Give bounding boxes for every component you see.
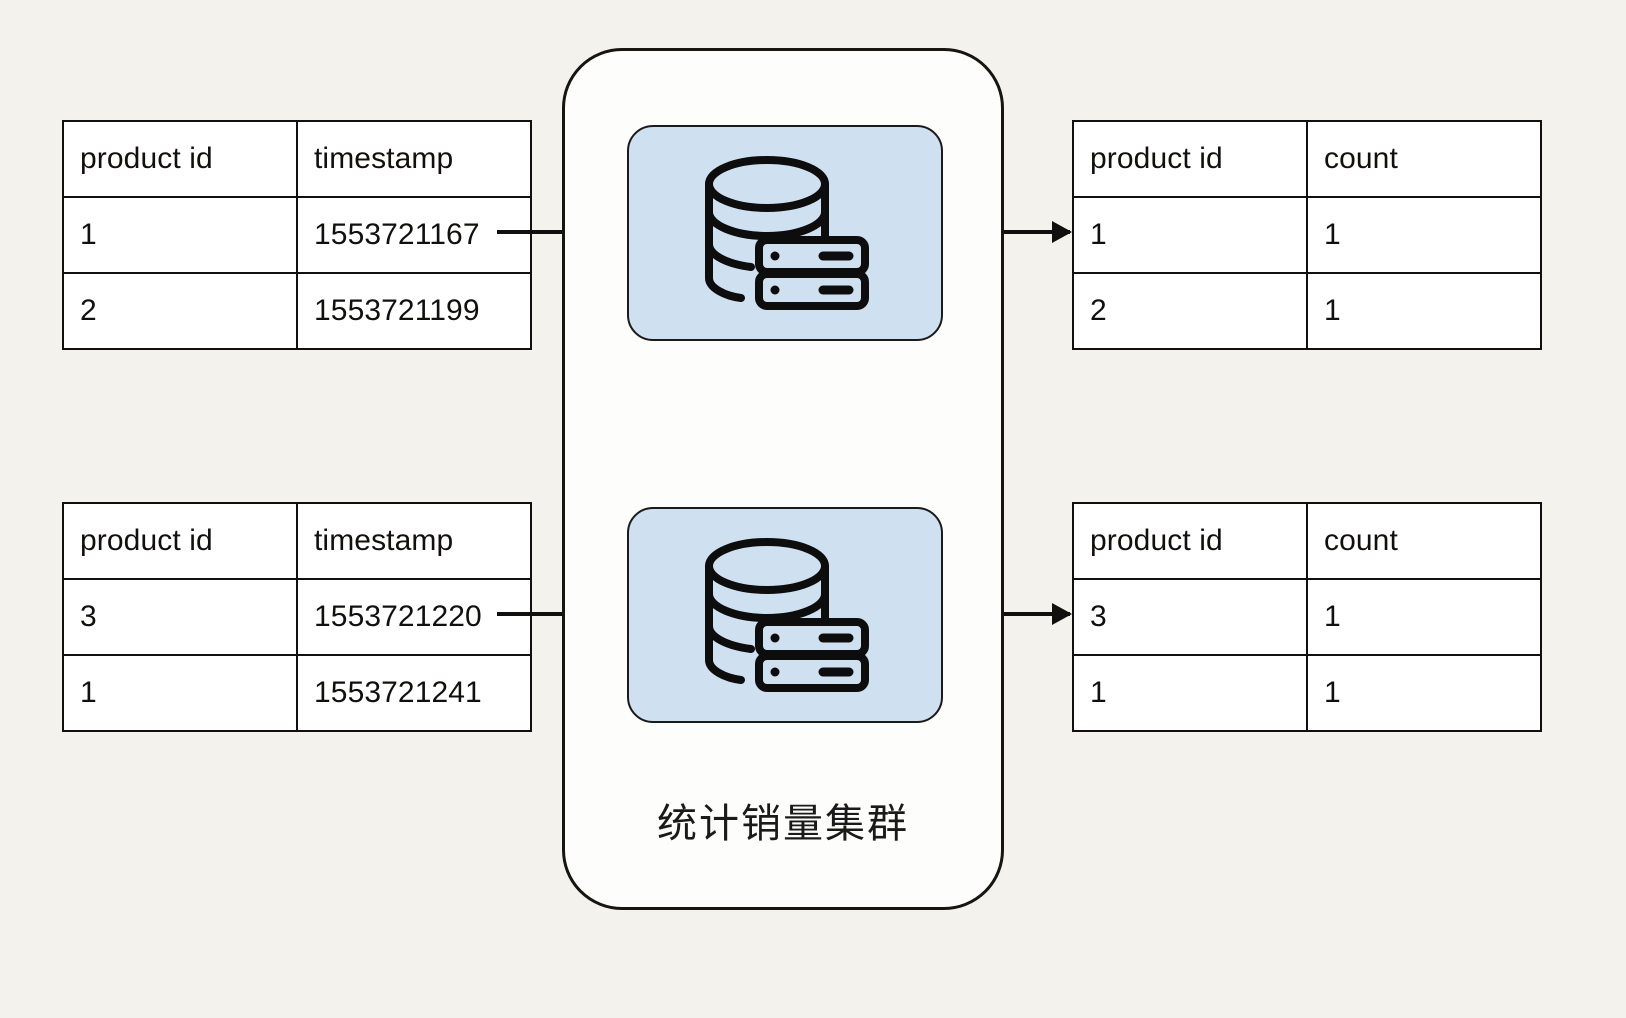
table-row: product id timestamp: [62, 120, 532, 198]
cell-product-id: 1: [62, 654, 298, 732]
table-row: product id count: [1072, 502, 1542, 580]
column-header-count: count: [1306, 120, 1542, 198]
table-row: 3 1: [1072, 578, 1542, 656]
output-table-top: product id count 1 1 2 1: [1072, 120, 1542, 350]
cluster-label: 统计销量集群: [657, 801, 909, 847]
table-row: 1 1553721167: [62, 196, 532, 274]
cell-product-id: 3: [1072, 578, 1308, 656]
input-table-bottom: product id timestamp 3 1553721220 1 1553…: [62, 502, 532, 732]
cell-timestamp: 1553721241: [296, 654, 532, 732]
arrow-node-bottom-to-output-bottom: [942, 612, 1070, 616]
column-header-timestamp: timestamp: [296, 120, 532, 198]
table-row: product id count: [1072, 120, 1542, 198]
output-table-bottom: product id count 3 1 1 1: [1072, 502, 1542, 732]
cluster-node-top[interactable]: [627, 125, 943, 341]
database-server-icon: [697, 536, 873, 694]
table-row: 1 1: [1072, 196, 1542, 274]
cell-count: 1: [1306, 578, 1542, 656]
column-header-product-id: product id: [62, 120, 298, 198]
cluster-node-bottom[interactable]: [627, 507, 943, 723]
cell-timestamp: 1553721220: [296, 578, 532, 656]
cell-product-id: 2: [62, 272, 298, 350]
cluster-container: 统计销量集群: [562, 48, 1004, 910]
table-row: 2 1553721199: [62, 272, 532, 350]
cell-timestamp: 1553721199: [296, 272, 532, 350]
column-header-product-id: product id: [62, 502, 298, 580]
cell-count: 1: [1306, 272, 1542, 350]
cell-product-id: 1: [1072, 654, 1308, 732]
column-header-product-id: product id: [1072, 502, 1308, 580]
cell-product-id: 3: [62, 578, 298, 656]
cell-product-id: 1: [62, 196, 298, 274]
table-row: 2 1: [1072, 272, 1542, 350]
table-row: 1 1553721241: [62, 654, 532, 732]
table-row: 1 1: [1072, 654, 1542, 732]
cell-count: 1: [1306, 654, 1542, 732]
table-row: product id timestamp: [62, 502, 532, 580]
column-header-product-id: product id: [1072, 120, 1308, 198]
input-table-top: product id timestamp 1 1553721167 2 1553…: [62, 120, 532, 350]
column-header-timestamp: timestamp: [296, 502, 532, 580]
column-header-count: count: [1306, 502, 1542, 580]
cell-timestamp: 1553721167: [296, 196, 532, 274]
table-row: 3 1553721220: [62, 578, 532, 656]
cell-product-id: 2: [1072, 272, 1308, 350]
database-server-icon: [697, 154, 873, 312]
cell-product-id: 1: [1072, 196, 1308, 274]
cell-count: 1: [1306, 196, 1542, 274]
arrow-node-top-to-output-top: [942, 230, 1070, 234]
